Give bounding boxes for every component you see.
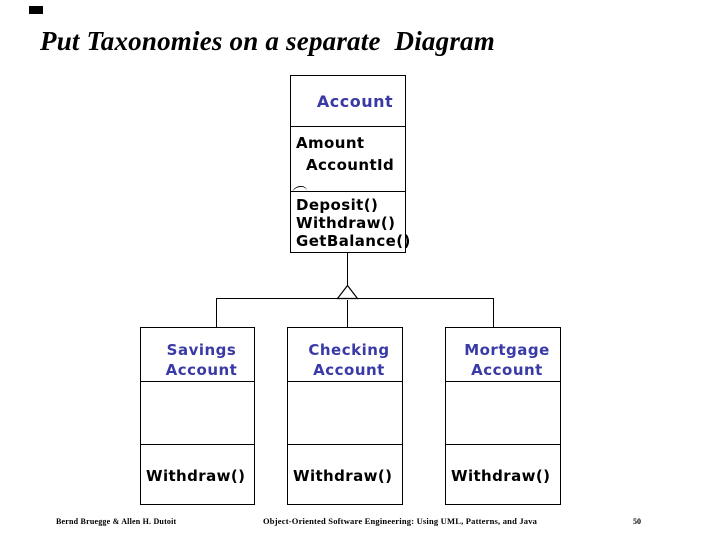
attribute-accountid: AccountId [306,156,395,174]
footer-page-number: 50 [633,517,641,526]
class-methods-compartment: Withdraw() [141,445,254,485]
class-attributes-compartment [446,382,560,445]
method-withdraw: Withdraw() [293,467,393,485]
class-name-line1: Mortgage [464,341,550,359]
method-withdraw: Withdraw() [451,467,551,485]
class-name-compartment: Checking Account [288,328,402,382]
uml-class-box-mortgage-account: Mortgage Account Withdraw() [445,327,561,505]
class-methods-compartment: Withdraw() [288,445,402,485]
class-methods-compartment: Deposit() Withdraw() GetBalance() [291,185,411,250]
connector-drop-left [216,299,217,327]
class-attributes-compartment: Amount AccountId [291,127,405,192]
page-title: Put Taxonomies on a separate Diagram [40,26,495,56]
class-name-account: Account [316,91,394,111]
uml-class-box-account: Account Amount AccountId Deposit() Withd… [290,75,411,253]
class-name-line2: Account [471,361,543,379]
class-name-compartment: Account [291,76,405,127]
method-deposit: Deposit() [296,196,379,214]
class-name-line2: Account [313,361,385,379]
connector-drop-middle [347,300,348,327]
class-name-compartment: Mortgage Account [446,328,560,382]
footer-authors: Bernd Bruegge & Allen H. Dutoit [56,517,177,526]
connector-line-vertical [347,253,348,286]
class-name-compartment: Savings Account [141,328,254,382]
uml-class-box-checking-account: Checking Account Withdraw() [287,327,403,505]
footer-book-title: Object-Oriented Software Engineering: Us… [263,516,538,526]
class-name-line1: Savings [166,341,237,359]
class-attributes-compartment [141,382,254,445]
method-withdraw: Withdraw() [146,467,246,485]
method-getbalance: GetBalance() [296,232,411,250]
connector-drop-right [493,299,494,327]
class-name-line2: Account [165,361,238,379]
connector-line-horizontal [216,298,494,299]
class-attributes-compartment [288,382,402,445]
class-name-line1: Checking [308,341,390,359]
class-methods-compartment: Withdraw() [446,445,560,485]
uml-class-box-savings-account: Savings Account Withdraw() [140,327,255,505]
method-withdraw: Withdraw() [296,214,396,232]
attribute-amount: Amount [296,134,365,152]
slide-marker [29,6,43,14]
